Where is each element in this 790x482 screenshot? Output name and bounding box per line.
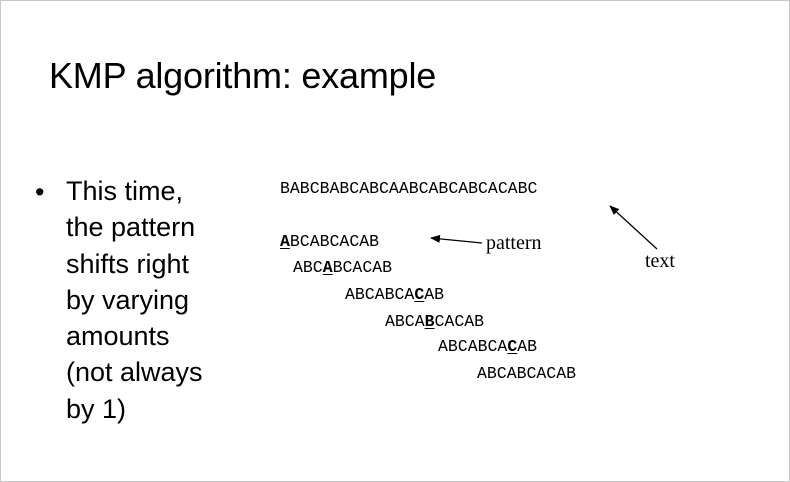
- pattern-alignment-row: ABCABCACAB: [385, 312, 485, 331]
- mismatch-char: A: [322, 258, 333, 277]
- slide-title: KMP algorithm: example: [49, 55, 437, 96]
- pattern-alignment-row: ABCABCACAB: [438, 337, 538, 356]
- bullet-text: This time, the pattern shifts right by v…: [66, 173, 203, 427]
- pattern-alignment-row: ABCABCACAB: [477, 364, 577, 383]
- bullet-line: This time,: [66, 176, 184, 206]
- mismatch-char: B: [424, 312, 435, 331]
- pattern-arrow-icon: [430, 234, 483, 244]
- pattern-label: pattern: [486, 232, 542, 254]
- text-arrow-icon: [609, 205, 658, 250]
- bullet-line: the pattern: [66, 212, 196, 243]
- bullet-line: by varying: [66, 284, 190, 315]
- bullet-symbol: •: [35, 177, 45, 207]
- mismatch-char: A: [280, 232, 290, 251]
- text-label: text: [645, 250, 675, 272]
- mismatch-char: C: [507, 337, 518, 356]
- bullet-line: (not always: [66, 357, 203, 388]
- pattern-alignment-row: ABCABCACAB: [280, 232, 380, 251]
- bullet-line: shifts right: [66, 248, 190, 279]
- pattern-alignment-row: ABCABCACAB: [293, 258, 393, 277]
- mismatch-char: C: [414, 285, 425, 304]
- bullet-line: by 1): [66, 393, 127, 424]
- bullet-line: amounts: [66, 321, 170, 352]
- text-string: BABCBABCABCAABCABCABCACABC: [280, 179, 538, 198]
- pattern-alignment-row: ABCABCACAB: [345, 285, 445, 304]
